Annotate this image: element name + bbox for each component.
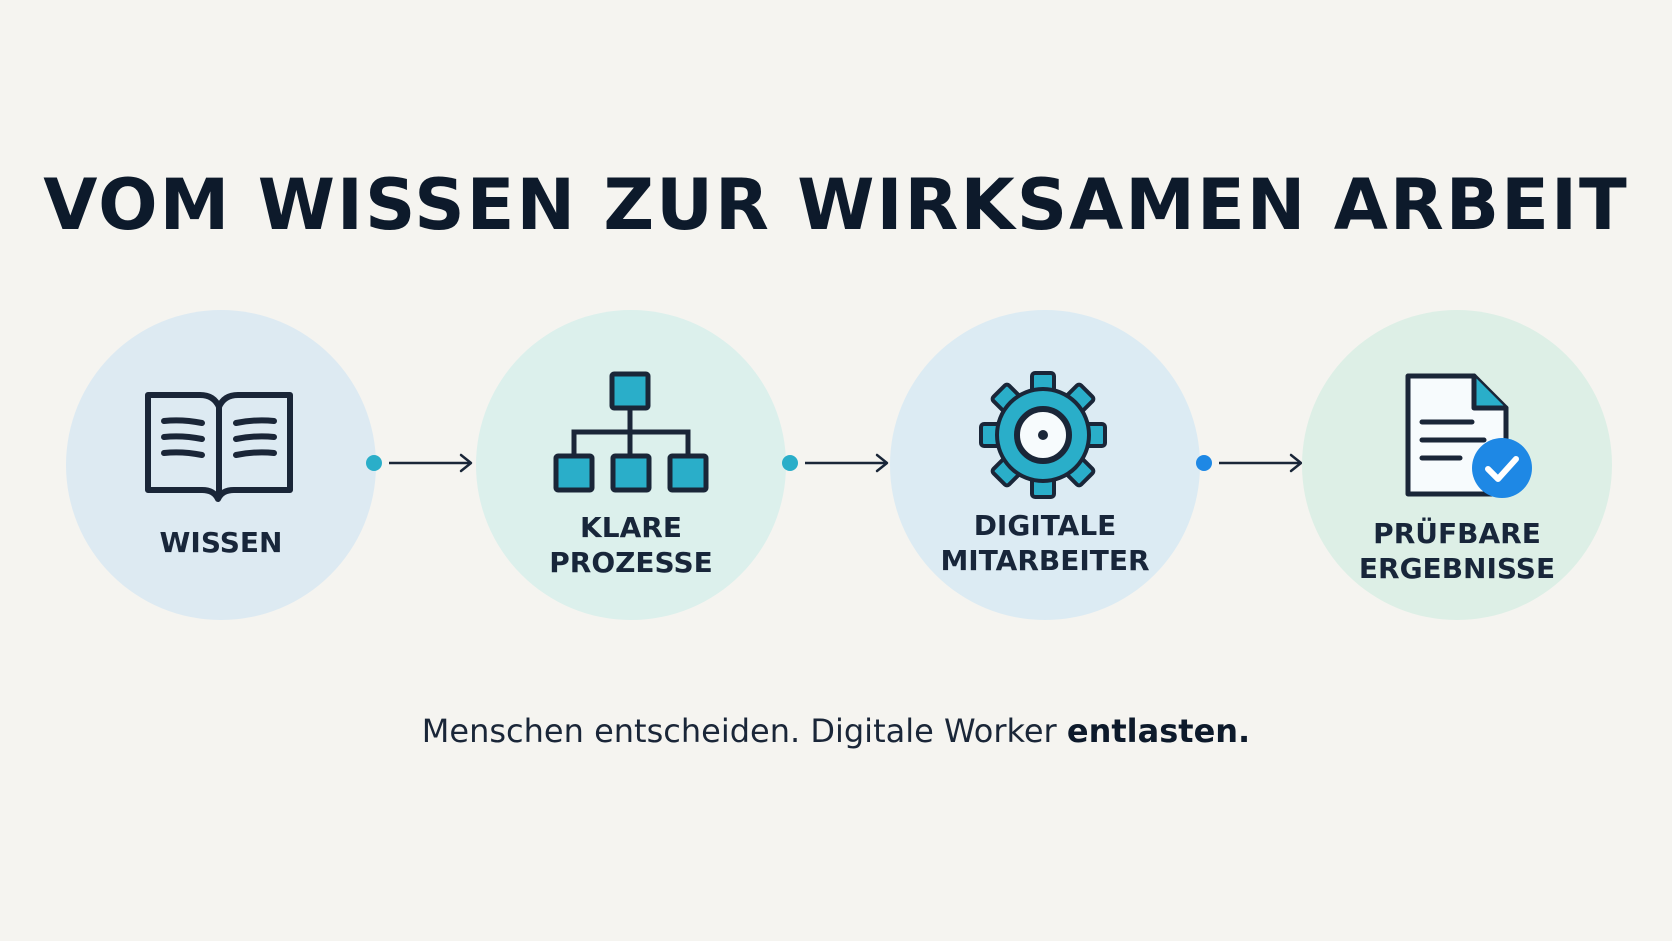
arrow-connector-2 [782,453,889,473]
gear-icon [979,371,1107,499]
tagline-emphasis: entlasten. [1066,712,1251,750]
step-label-mitarbeiter: DIGITALE MITARBEITER [890,508,1200,578]
step-label-prozesse: KLARE PROZESSE [476,510,786,580]
step-label-line: PROZESSE [549,546,713,579]
open-book-icon [145,392,293,502]
page-title: VOM WISSEN ZUR WIRKSAMEN ARBEIT [43,164,1629,246]
step-label-line: DIGITALE [973,509,1117,542]
arrow-connector-3 [1196,453,1303,473]
arrow-connector-1 [366,453,473,473]
step-label-line: KLARE [580,511,682,544]
step-label-line: ERGEBNISSE [1358,552,1556,585]
hierarchy-icon [553,371,709,493]
step-label-line: MITARBEITER [940,544,1150,577]
step-label-line: PRÜFBARE [1373,517,1541,550]
tagline: Menschen entscheiden. Digitale Worker en… [0,712,1672,750]
step-label-ergebnisse: PRÜFBARE ERGEBNISSE [1302,516,1612,586]
step-label-line: WISSEN [159,526,283,559]
checked-document-icon [1405,373,1532,498]
step-label-wissen: WISSEN [66,525,376,560]
tagline-text: Menschen entscheiden. Digitale Worker [421,712,1067,750]
